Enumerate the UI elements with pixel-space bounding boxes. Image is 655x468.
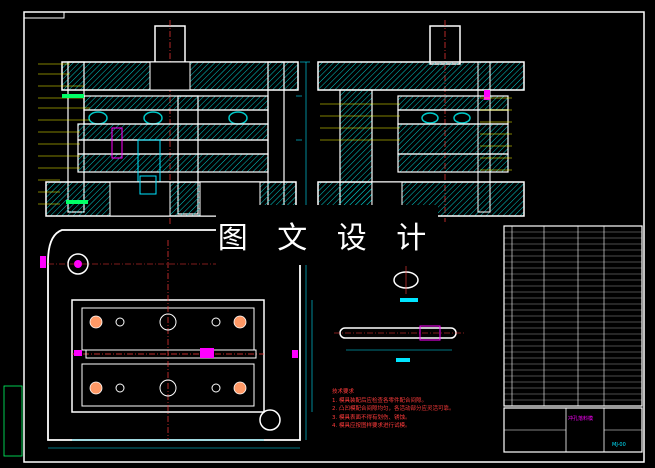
parts-list-table bbox=[503, 225, 643, 407]
technical-requirements: 技术要求 1. 模具装配后应检查各零件配合间隙。 2. 凸凹模配合间隙均匀，各活… bbox=[332, 388, 455, 431]
watermark-banner: 图 文 设 计 bbox=[216, 205, 438, 265]
drawing-code: MJ-00 bbox=[612, 442, 626, 448]
drawing-name: 冲孔落料模 bbox=[568, 416, 594, 422]
notes-title: 技术要求 bbox=[332, 389, 355, 395]
part-detail-views bbox=[334, 266, 464, 362]
side-section-view bbox=[317, 20, 525, 222]
notes-line: 4. 模具应按图样要求进行试模。 bbox=[332, 423, 411, 429]
watermark-text: 图 文 设 计 bbox=[217, 221, 437, 256]
title-block bbox=[503, 407, 643, 453]
notes-line: 2. 凸凹模配合间隙均匀，各活动部分应灵活可靠。 bbox=[332, 406, 455, 412]
front-section-view bbox=[38, 20, 310, 225]
drawing-frame bbox=[23, 11, 645, 463]
notes-line: 3. 模具表面不得有划伤、锈蚀。 bbox=[332, 414, 411, 421]
notes-line: 1. 模具装配后应检查各零件配合间隙。 bbox=[332, 397, 427, 404]
